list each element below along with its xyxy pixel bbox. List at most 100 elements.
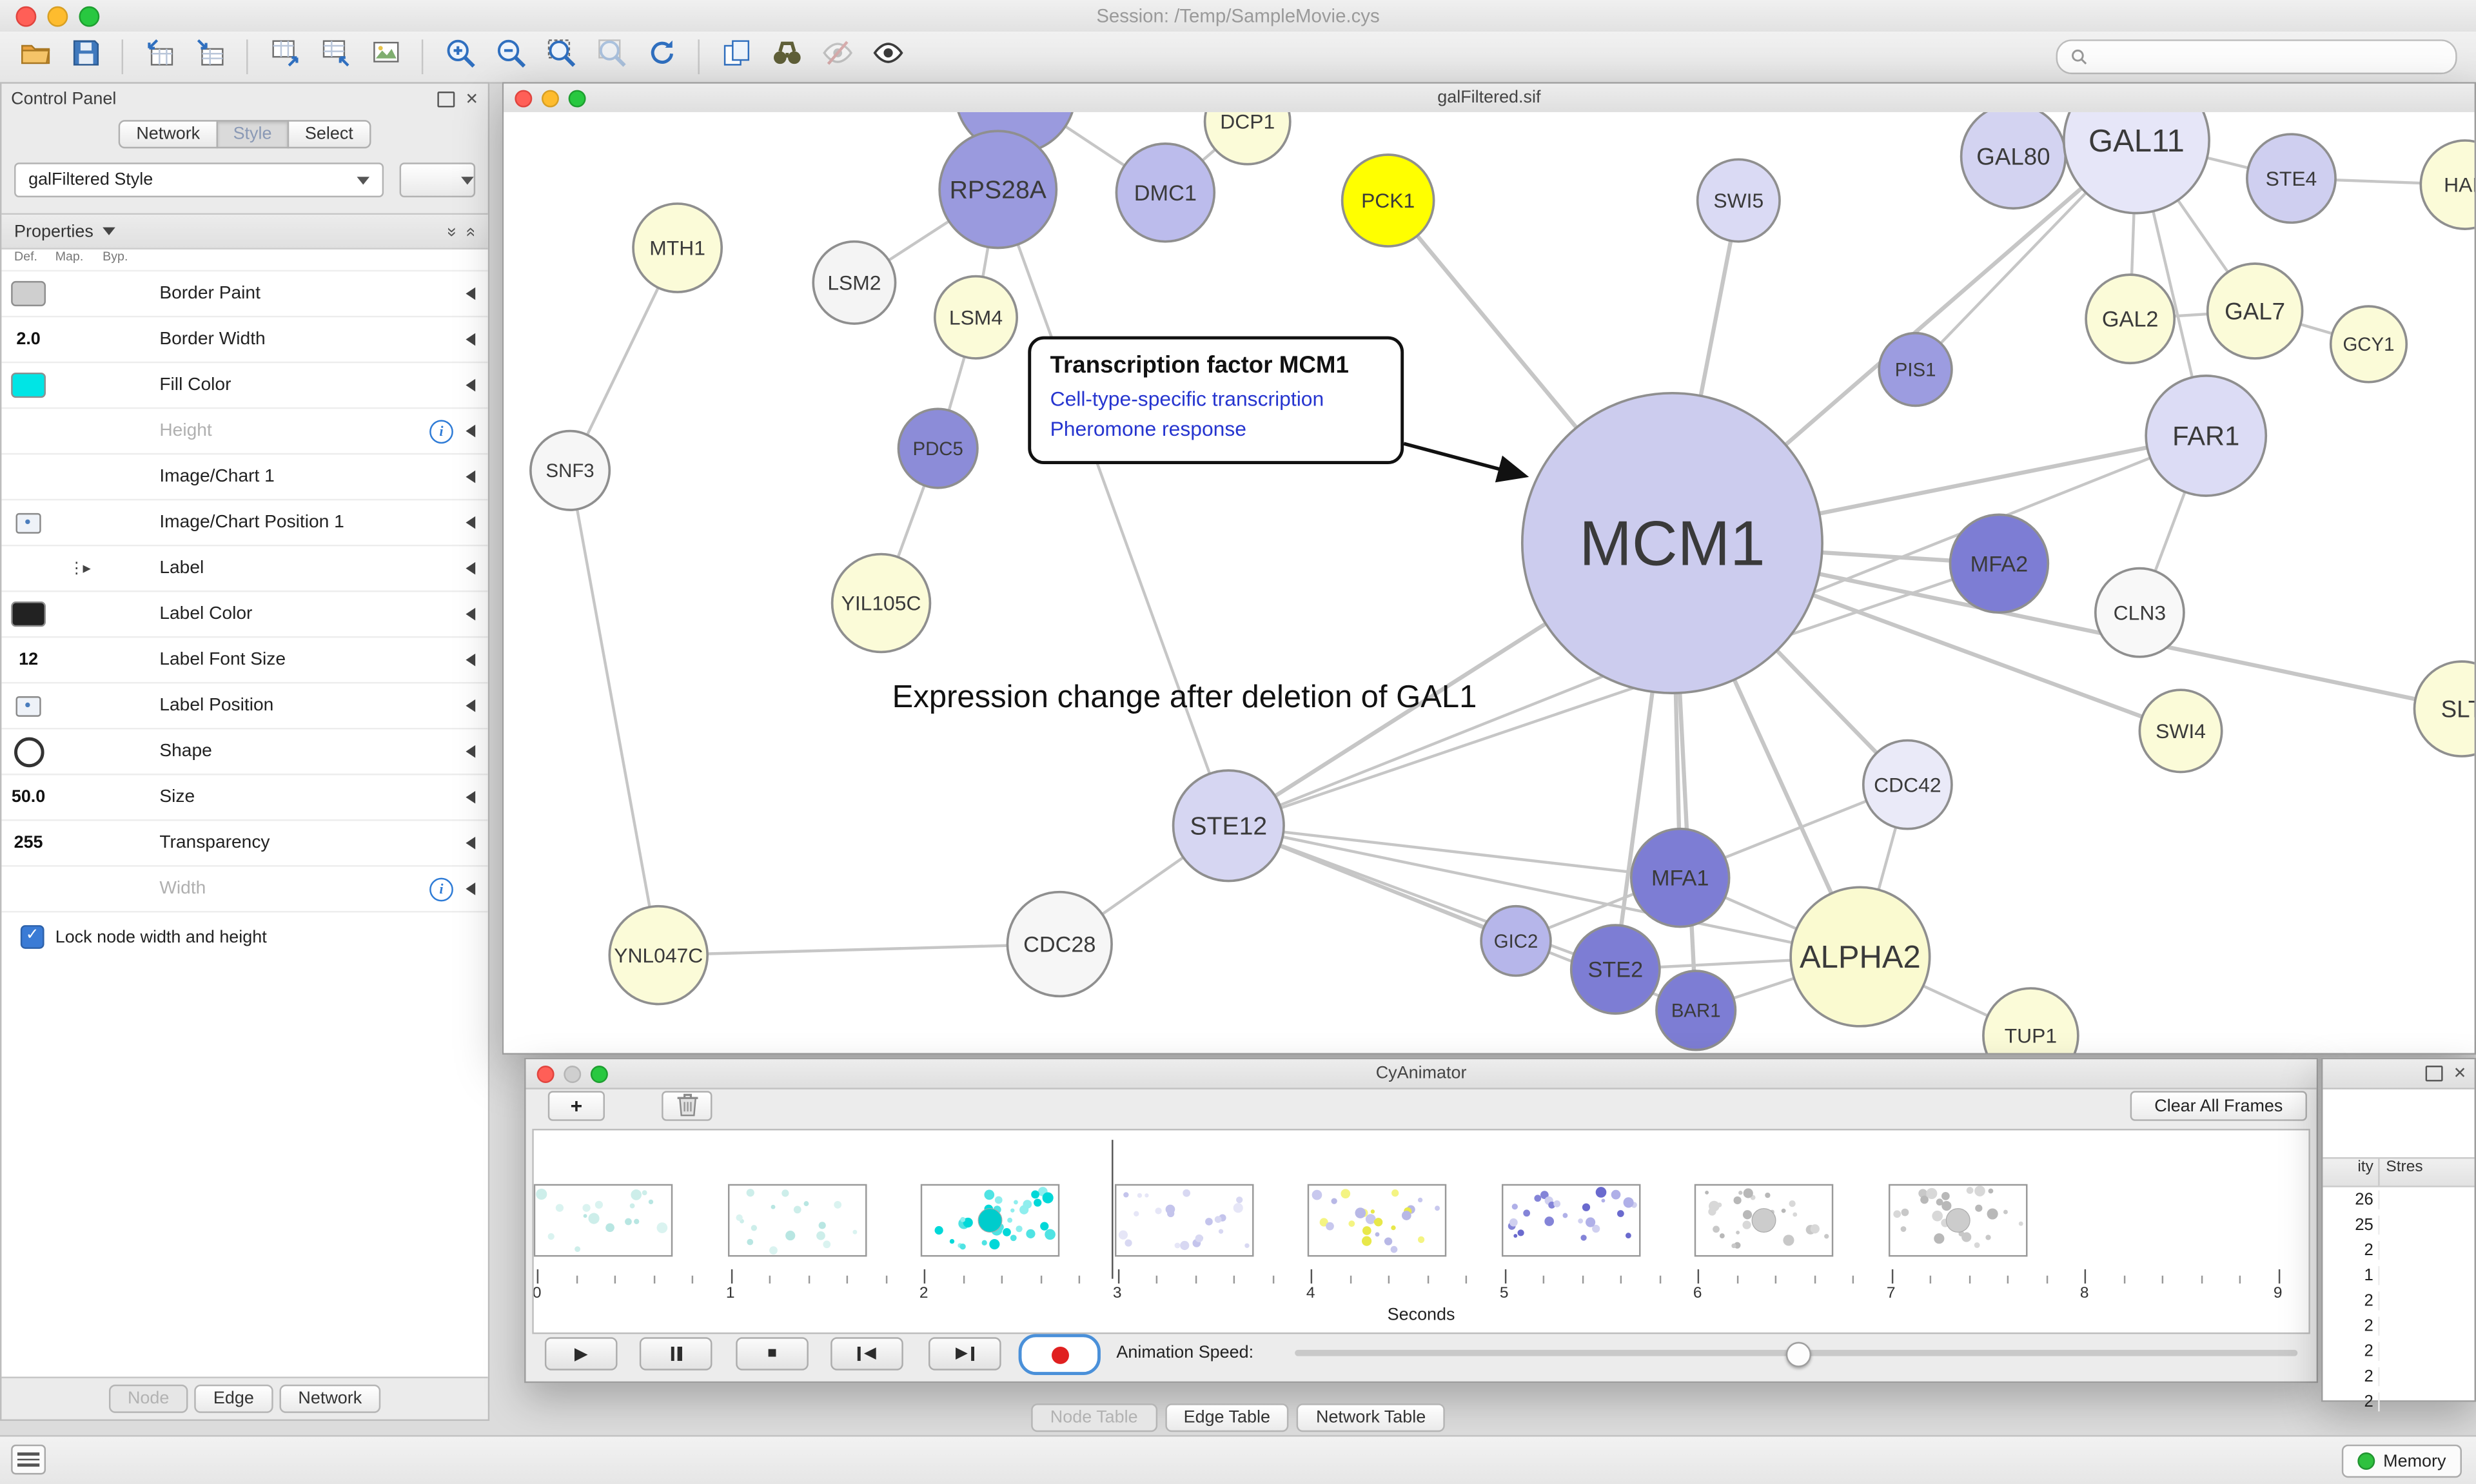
expand-row-icon[interactable] [466,562,475,575]
show-panels-button[interactable] [11,1445,46,1475]
tab-edge-table[interactable]: Edge Table [1164,1403,1289,1432]
network-node-SNF3[interactable]: SNF3 [531,431,609,510]
frame-thumbnail-2[interactable] [921,1184,1060,1257]
slider-handle[interactable] [1786,1342,1811,1367]
results-row[interactable]: 2 [2323,1288,2474,1313]
add-frame-button[interactable]: + [548,1091,605,1121]
property-row-label-position[interactable]: Label Position [1,683,487,729]
network-node-MFA1[interactable]: MFA1 [1631,829,1729,927]
network-node-RPS28A[interactable]: RPS28A [939,131,1056,248]
frame-thumbnail-1[interactable] [727,1184,867,1257]
expand-row-icon[interactable] [466,425,475,438]
delete-frame-button[interactable] [662,1091,712,1121]
network-node-PCK1[interactable]: PCK1 [1342,155,1434,246]
property-row-label[interactable]: ⋮▸Label [1,546,487,592]
tab-style[interactable]: Style [216,120,290,148]
property-row-width[interactable]: Widthi [1,866,487,912]
results-row[interactable]: 2 [2323,1364,2474,1389]
property-row-label-font-size[interactable]: 12Label Font Size [1,638,487,683]
expand-row-icon[interactable] [466,791,475,804]
export-image-button[interactable] [360,35,410,79]
default-value-cell[interactable]: 255 [1,834,55,852]
results-row[interactable]: 1 [2323,1263,2474,1288]
mapping-icon[interactable]: ⋮▸ [68,560,89,577]
zoom-fit-button[interactable] [535,35,585,79]
network-node-PDC5[interactable]: PDC5 [898,409,977,487]
style-options-button[interactable] [400,162,476,197]
export-network-button[interactable] [259,35,310,79]
network-node-GAL7[interactable]: GAL7 [2208,264,2303,358]
expand-row-icon[interactable] [466,883,475,895]
stop-button[interactable]: ■ [736,1337,809,1370]
lock-size-row[interactable]: ✓ Lock node width and height [1,913,487,949]
property-row-border-paint[interactable]: Border Paint [1,271,487,317]
property-row-height[interactable]: Heighti [1,409,487,454]
network-node-DCP1[interactable]: DCP1 [1205,112,1290,164]
results-row[interactable]: 2 [2323,1339,2474,1364]
network-node-GIC2[interactable]: GIC2 [1481,906,1551,976]
results-column-ity[interactable]: ity [2323,1159,2379,1186]
network-node-SWI5[interactable]: SWI5 [1698,159,1780,241]
network-node-CLN3[interactable]: CLN3 [2096,569,2184,657]
network-canvas[interactable]: RPS28ADCP1DMC1PCK1SWI5GAL80GAL11STE4HAPM… [504,112,2474,1053]
color-swatch[interactable] [11,373,46,398]
search-input[interactable] [2088,46,2442,68]
frame-thumbnail-7[interactable] [1888,1184,2027,1257]
pause-button[interactable] [640,1337,712,1370]
network-node-LSM4[interactable]: LSM4 [935,277,1017,358]
search-box[interactable] [2056,39,2457,74]
close-panel-icon[interactable]: ✕ [2453,1065,2467,1082]
position-icon[interactable] [15,696,41,716]
annotation-box[interactable]: Transcription factor MCM1 Cell-type-spec… [1028,337,1404,464]
frame-thumbnail-6[interactable] [1695,1184,1834,1257]
frame-thumbnail-0[interactable] [534,1184,673,1257]
collapse-all-icon[interactable]: « [461,226,480,236]
network-node-BAR1[interactable]: BAR1 [1656,971,1735,1050]
annotation-link[interactable]: Cell-type-specific transcription [1050,386,1385,415]
close-panel-icon[interactable]: ✕ [465,91,478,108]
network-node-MFA2[interactable]: MFA2 [1950,514,2048,612]
tab-select[interactable]: Select [288,120,371,148]
network-node-STE12[interactable]: STE12 [1174,770,1284,881]
float-panel-icon[interactable] [437,92,454,107]
expand-row-icon[interactable] [466,745,475,758]
network-node-GAL11[interactable]: GAL11 [2064,112,2209,213]
float-panel-icon[interactable] [2425,1066,2442,1081]
frame-thumbnail-5[interactable] [1501,1184,1640,1257]
property-row-fill-color[interactable]: Fill Color [1,363,487,409]
network-node-MCM1[interactable]: MCM1 [1522,393,1822,693]
network-node-DMC1[interactable]: DMC1 [1116,144,1214,242]
network-node-YNL047C[interactable]: YNL047C [609,906,707,1004]
tab-network-table[interactable]: Network Table [1297,1403,1445,1432]
default-value-cell[interactable]: 12 [1,650,55,669]
expand-row-icon[interactable] [466,333,475,346]
default-value-cell[interactable] [1,696,55,716]
network-node-SLT[interactable]: SLT [2414,661,2474,756]
expand-row-icon[interactable] [466,288,475,300]
refresh-button[interactable] [636,35,687,79]
network-node-GAL2[interactable]: GAL2 [2086,275,2174,363]
export-table-button[interactable] [310,35,360,79]
results-row[interactable]: 25 [2323,1213,2474,1238]
network-node-PIS1[interactable]: PIS1 [1879,333,1952,406]
network-node-FAR1[interactable]: FAR1 [2146,376,2266,496]
color-swatch[interactable] [11,281,46,306]
annotation-link[interactable]: Pheromone response [1050,415,1385,445]
tab-node-table[interactable]: Node Table [1031,1403,1157,1432]
expand-row-icon[interactable] [466,699,475,712]
lock-size-checkbox[interactable]: ✓ [21,925,44,949]
frame-thumbnail-4[interactable] [1308,1184,1447,1257]
tab-network[interactable]: Network [119,120,217,148]
frame-thumbnail-3[interactable] [1114,1184,1253,1257]
minimize-window-button[interactable] [47,6,68,27]
default-value-cell[interactable] [1,373,55,398]
shape-preview-icon[interactable] [14,736,44,766]
network-node-SWI4[interactable]: SWI4 [2139,690,2221,772]
default-value-cell[interactable] [1,601,55,627]
zoom-out-button[interactable] [485,35,535,79]
property-row-label-color[interactable]: Label Color [1,592,487,638]
timeline-playhead[interactable] [1111,1140,1112,1279]
play-button[interactable]: ▶ [545,1337,618,1370]
network-node-CDC28[interactable]: CDC28 [1007,892,1112,997]
expand-row-icon[interactable] [466,608,475,621]
